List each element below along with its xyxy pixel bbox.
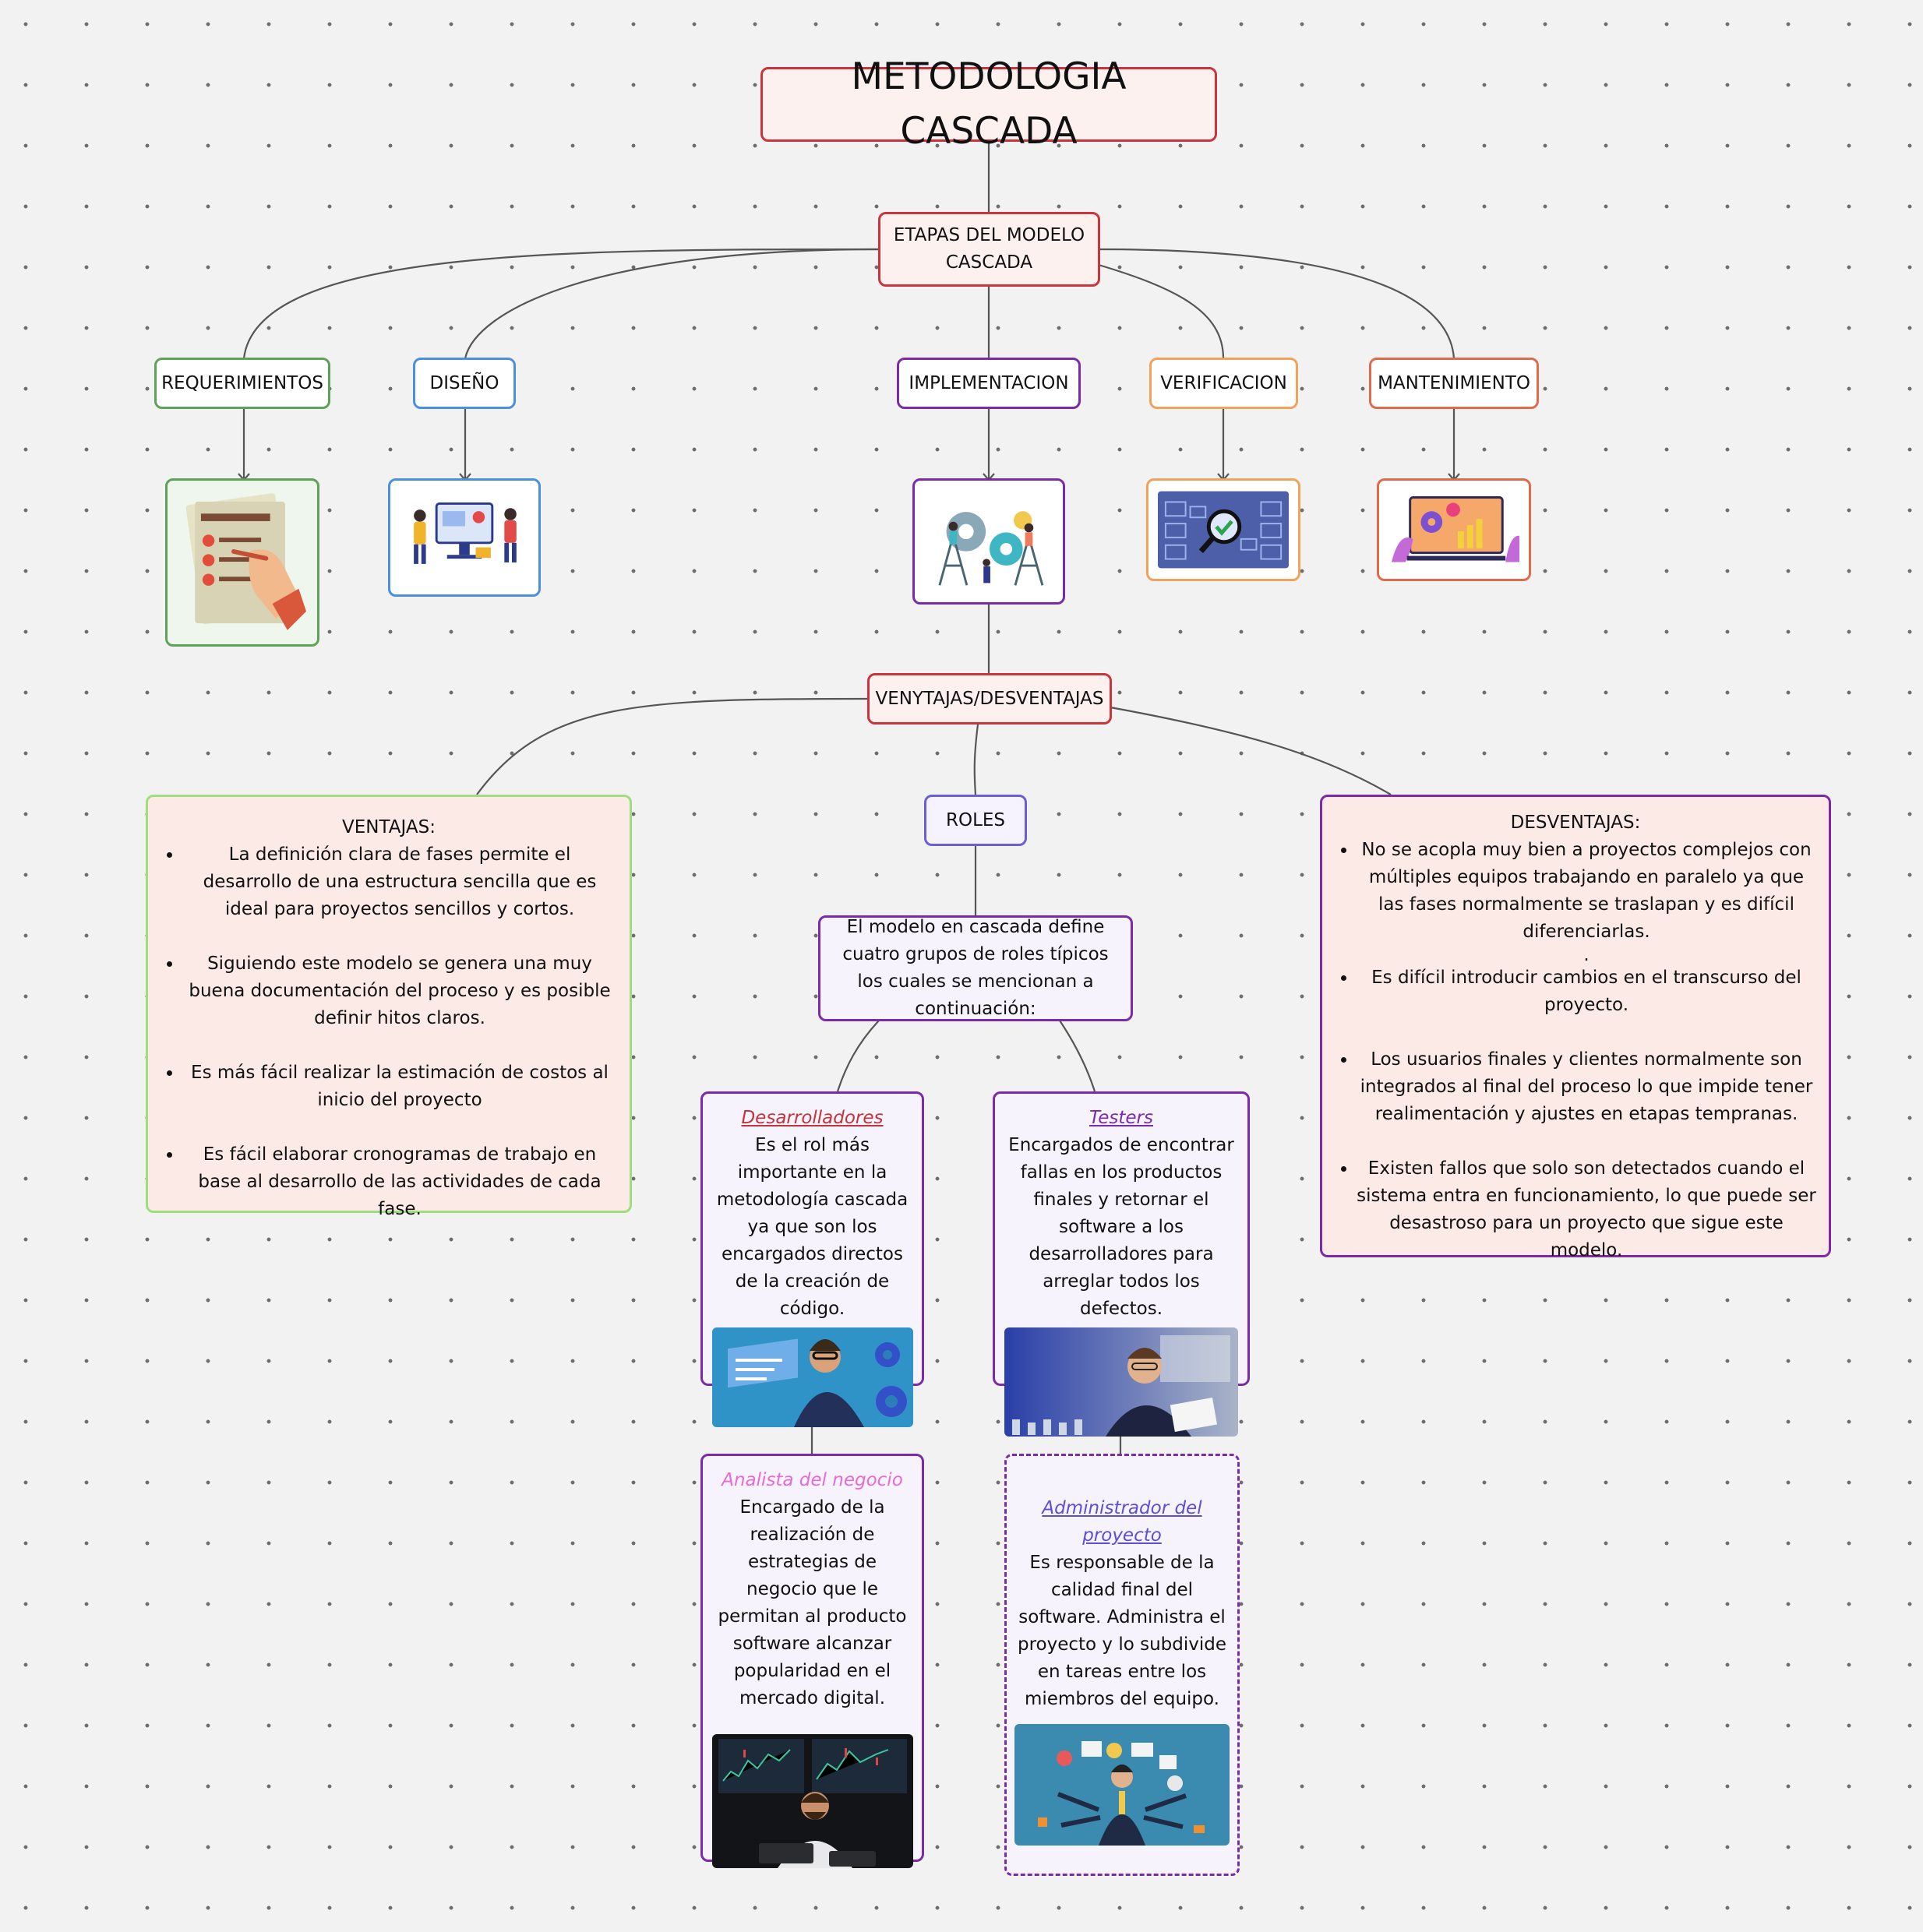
ventajas-item: Es más fácil realizar la estimación de c… [182, 1059, 617, 1114]
desventajas-separator: . [1583, 945, 1590, 965]
stage-implementacion[interactable]: IMPLEMENTACION [897, 358, 1081, 409]
roles-description-text: El modelo en cascada define cuatro grupo… [842, 917, 1109, 1019]
roles-node[interactable]: ROLES [924, 795, 1027, 846]
etapas-line-2: CASCADA [945, 252, 1033, 273]
ventajas-heading: VENTAJAS: [342, 817, 436, 837]
stage-requerimientos[interactable]: REQUERIMIENTOS [154, 358, 330, 409]
role-title[interactable]: Administrador del proyecto [1042, 1498, 1202, 1546]
roles-description[interactable]: El modelo en cascada define cuatro grupo… [818, 915, 1133, 1021]
stage-diseno[interactable]: DISEÑO [413, 358, 516, 409]
role-title[interactable]: Analista del negocio [722, 1470, 903, 1490]
implementacion-image-node[interactable] [912, 478, 1065, 605]
ventajas-desventajas-label: VENYTAJAS/DESVENTAJAS [875, 688, 1104, 709]
role-text: Es el rol más importante en la metodolog… [716, 1135, 909, 1319]
desventajas-item: Los usuarios finales y clientes normalme… [1357, 1046, 1816, 1128]
ventajas-item: La definición clara de fases permite el … [182, 841, 617, 923]
etapas-line-1: ETAPAS DEL MODELO [893, 225, 1085, 245]
requerimientos-image-node[interactable] [165, 478, 319, 647]
verificacion-image-node[interactable] [1146, 478, 1300, 581]
manager-illustration [1014, 1724, 1230, 1846]
role-title[interactable]: Testers [1089, 1108, 1153, 1128]
map-title-text: METODOLOGIA CASCADA [851, 55, 1127, 153]
role-text: Es responsable de la calidad final del s… [1017, 1553, 1227, 1709]
tester-photo [1004, 1327, 1238, 1437]
manager-illustration-art [1014, 1724, 1230, 1846]
desventajas-list: No se acopla muy bien a proyectos comple… [1335, 837, 1816, 1264]
desventajas-heading: DESVENTAJAS: [1510, 813, 1641, 833]
maintenance-screen-icon [1388, 491, 1519, 569]
analyst-photo [711, 1734, 913, 1868]
ventajas-item: Siguiendo este modelo se genera una muy … [182, 950, 617, 1032]
ventajas-list: La definición clara de fases permite el … [161, 841, 617, 1223]
stage-label: IMPLEMENTACION [909, 372, 1069, 393]
ventajas-desventajas-node[interactable]: VENYTAJAS/DESVENTAJAS [867, 673, 1112, 724]
role-card-administrador[interactable]: Administrador del proyecto Es responsabl… [1004, 1454, 1240, 1876]
diseno-image-node[interactable] [388, 478, 541, 597]
gears-team-icon [924, 490, 1053, 593]
map-title[interactable]: METODOLOGIA CASCADA [760, 55, 1217, 153]
role-title[interactable]: Desarrolladores [741, 1108, 884, 1128]
stage-verificacion[interactable]: VERIFICACION [1149, 358, 1298, 409]
tester-photo-art [1004, 1327, 1238, 1437]
checklist-icon [185, 493, 306, 630]
role-card-testers[interactable]: Testers Encargados de encontrar fallas e… [993, 1091, 1250, 1437]
etapas-node[interactable]: ETAPAS DEL MODELO CASCADA [878, 212, 1100, 287]
role-card-analista[interactable]: Analista del negocio Encargado de la rea… [700, 1454, 924, 1868]
magnifier-check-icon [1158, 491, 1289, 569]
developer-photo-art [711, 1327, 913, 1427]
roles-label: ROLES [945, 809, 1006, 830]
role-card-desarrolladores[interactable]: Desarrolladores Es el rol más importante… [700, 1091, 924, 1427]
stage-label: MANTENIMIENTO [1378, 372, 1530, 393]
stage-label: REQUERIMIENTOS [161, 372, 323, 393]
ventajas-panel[interactable]: VENTAJAS: La definición clara de fases p… [146, 795, 632, 1219]
desventajas-item: Existen fallos que solo son detectados c… [1357, 1155, 1816, 1264]
stage-label: VERIFICACION [1160, 372, 1287, 393]
stage-mantenimiento[interactable]: MANTENIMIENTO [1369, 358, 1539, 409]
desventajas-item: Es difícil introducir cambios en el tran… [1357, 964, 1816, 1019]
analyst-photo-art [711, 1734, 913, 1868]
ventajas-item: Es fácil elaborar cronogramas de trabajo… [182, 1141, 617, 1223]
design-team-icon [400, 490, 529, 585]
role-text: Encargados de encontrar fallas en los pr… [1008, 1135, 1234, 1319]
desventajas-panel[interactable]: DESVENTAJAS: No se acopla muy bien a pro… [1320, 795, 1831, 1260]
developer-photo [711, 1327, 913, 1427]
mantenimiento-image-node[interactable] [1377, 478, 1531, 581]
role-text: Encargado de la realización de estrategi… [718, 1497, 907, 1708]
desventajas-item: No se acopla muy bien a proyectos comple… [1357, 837, 1816, 946]
stage-label: DISEÑO [429, 372, 499, 393]
